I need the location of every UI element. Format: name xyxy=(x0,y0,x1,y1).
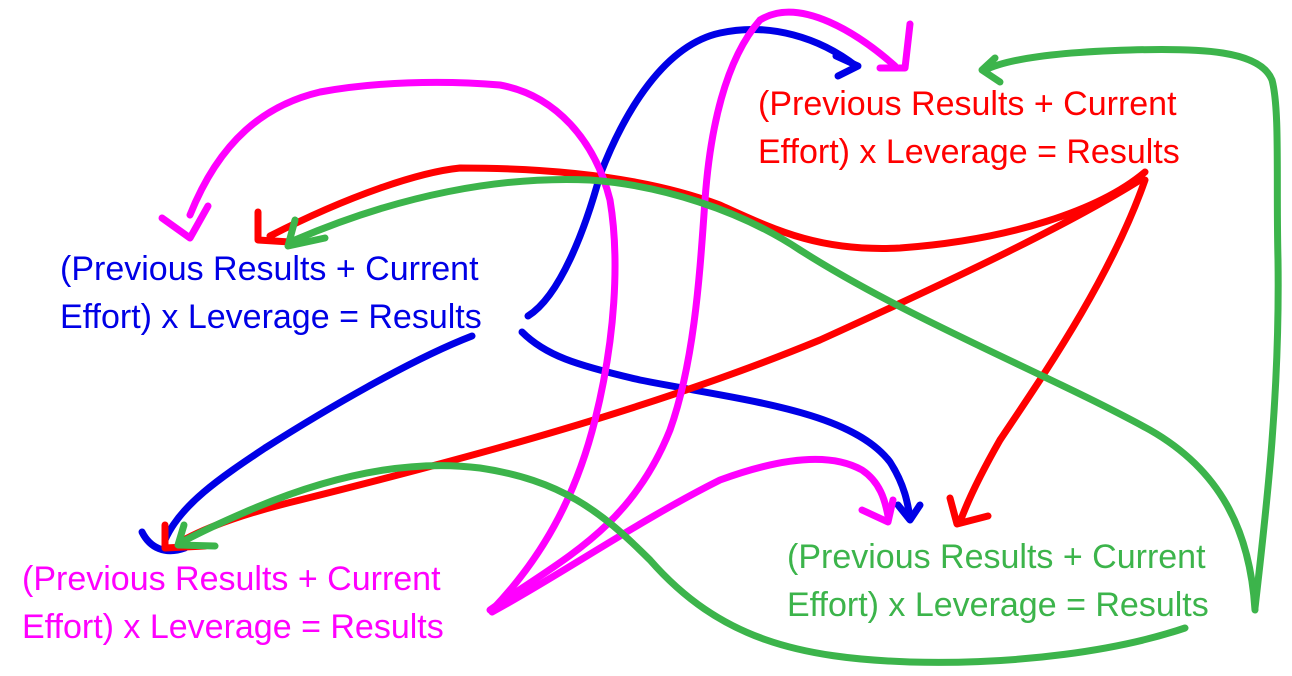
arrow-red-to-bottom-left xyxy=(176,176,1144,546)
node-bottom-left-line1: (Previous Results + Current xyxy=(22,560,441,598)
node-top-right: (Previous Results + Current Effort) x Le… xyxy=(758,85,1180,171)
node-bottom-right-line2: Effort) x Leverage = Results xyxy=(787,586,1209,624)
arrowhead-green-top-right xyxy=(978,54,1004,86)
arrow-red-to-bottom-right xyxy=(956,176,1149,526)
node-middle-left-line2: Effort) x Leverage = Results xyxy=(60,298,482,336)
arrowhead-red-bottom-right xyxy=(946,494,992,528)
node-top-right-line1: (Previous Results + Current xyxy=(758,85,1177,123)
arrowhead-magenta-top-right xyxy=(876,20,914,72)
arrow-blue-to-top-right xyxy=(524,26,860,320)
arrowhead-blue-bottom-right xyxy=(894,501,924,524)
arrowhead-green-middle-left xyxy=(284,216,329,250)
node-middle-left-line1: (Previous Results + Current xyxy=(60,250,479,288)
arrow-green-to-top-right xyxy=(981,45,1282,612)
arrowhead-magenta-bottom-right xyxy=(858,496,897,526)
arrow-red-to-middle-left xyxy=(266,164,1149,252)
arrowhead-green-bottom-left xyxy=(174,521,219,550)
node-bottom-left: (Previous Results + Current Effort) x Le… xyxy=(22,560,444,646)
arrow-blue-to-bottom-right xyxy=(518,328,914,522)
arrowhead-blue-top-right xyxy=(832,52,862,80)
arrow-magenta-to-bottom-right xyxy=(488,455,892,616)
node-top-right-line2: Effort) x Leverage = Results xyxy=(758,133,1180,171)
node-bottom-left-line2: Effort) x Leverage = Results xyxy=(22,608,444,646)
arrowhead-magenta-middle-left xyxy=(158,202,212,242)
node-middle-left: (Previous Results + Current Effort) x Le… xyxy=(60,250,482,336)
arrow-blue-to-bottom-left xyxy=(161,332,476,544)
node-bottom-right: (Previous Results + Current Effort) x Le… xyxy=(787,538,1209,624)
arrow-magenta-to-middle-left xyxy=(186,78,619,614)
node-bottom-right-line1: (Previous Results + Current xyxy=(787,538,1206,576)
arrow-green-to-bottom-left xyxy=(178,462,1189,666)
arrow-green-to-middle-left xyxy=(291,176,1259,614)
arrowhead-red-middle-left xyxy=(254,208,294,246)
